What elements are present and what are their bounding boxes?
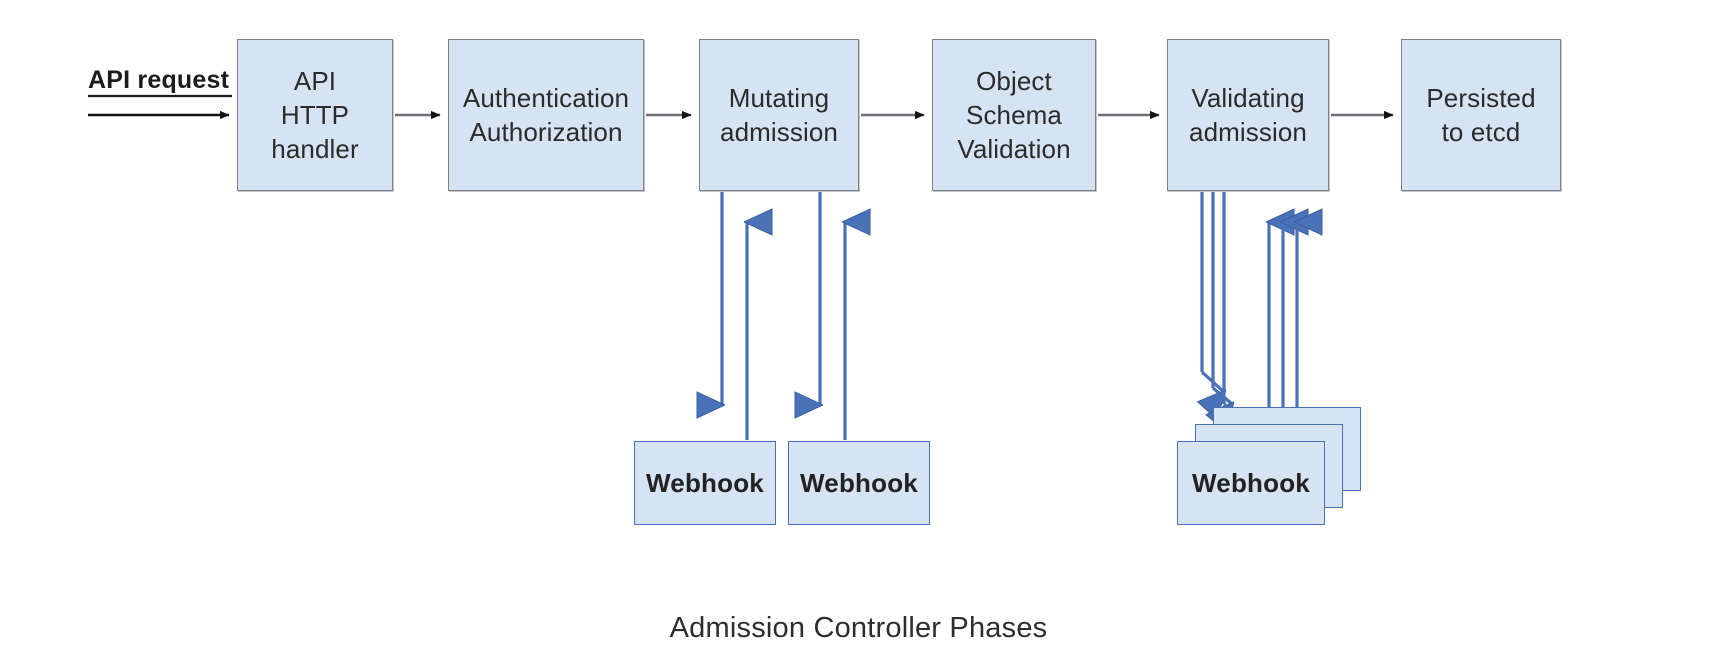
phase-box-api-http-handler[interactable]: API HTTP handler [237,39,393,191]
phase-box-authn-authz[interactable]: Authentication Authorization [448,39,644,191]
phase-box-validating-admission[interactable]: Validating admission [1167,39,1329,191]
webhook-box-validating-front[interactable]: Webhook [1177,441,1325,525]
webhook-arrow-validating-down-1 [1224,192,1241,418]
webhook-box-mutating-2[interactable]: Webhook [788,441,930,525]
webhook-box-mutating-1[interactable]: Webhook [634,441,776,525]
phase-box-object-schema-validation[interactable]: Object Schema Validation [932,39,1096,191]
phase-box-mutating-admission[interactable]: Mutating admission [699,39,859,191]
phase-box-persisted-to-etcd[interactable]: Persisted to etcd [1401,39,1561,191]
diagram-caption: Admission Controller Phases [669,612,1048,644]
api-request-label: API request [88,66,230,94]
